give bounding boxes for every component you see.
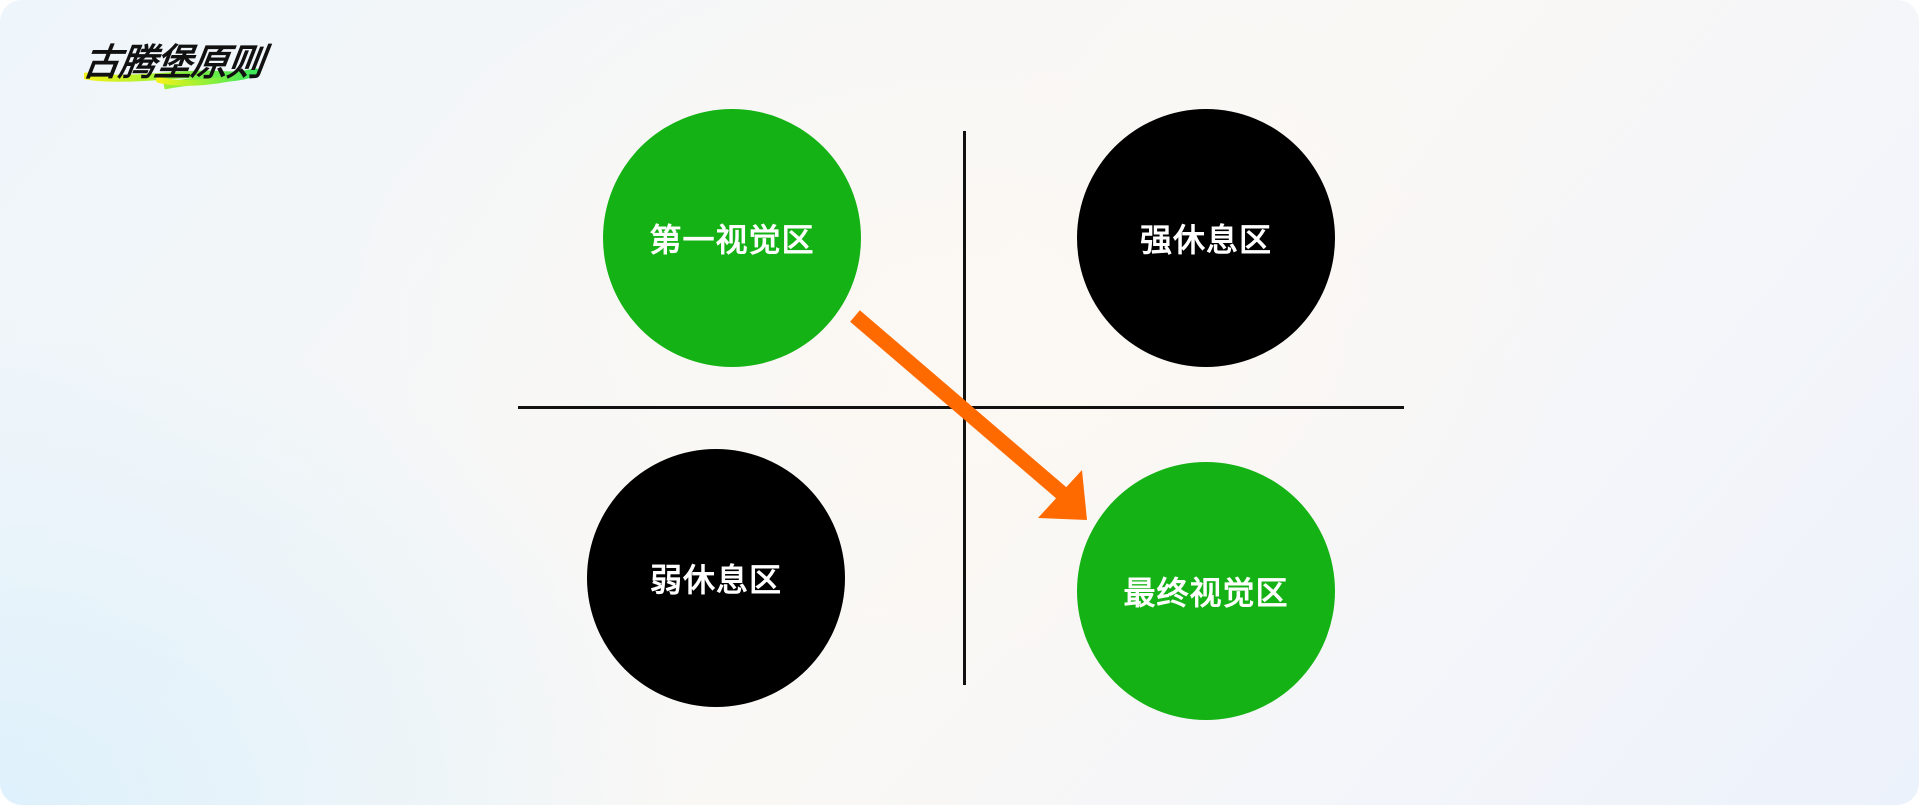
arrow-down-right-icon	[1038, 470, 1087, 520]
zone-weak-rest-label: 弱休息区	[649, 561, 782, 599]
zone-first-visual-label: 第一视觉区	[649, 221, 815, 259]
zone-first-visual: 第一视觉区	[603, 109, 861, 367]
zone-strong-rest: 强休息区	[1077, 109, 1335, 367]
flow-arrow-shaft	[850, 310, 1070, 502]
zone-strong-rest-label: 强休息区	[1139, 221, 1272, 259]
logo: 古腾堡原则	[80, 30, 294, 94]
zone-final-visual-label: 最终视觉区	[1123, 574, 1289, 612]
zone-final-visual: 最终视觉区	[1077, 462, 1335, 720]
zone-weak-rest: 弱休息区	[587, 449, 845, 707]
logo-swoosh-icon	[84, 68, 260, 90]
